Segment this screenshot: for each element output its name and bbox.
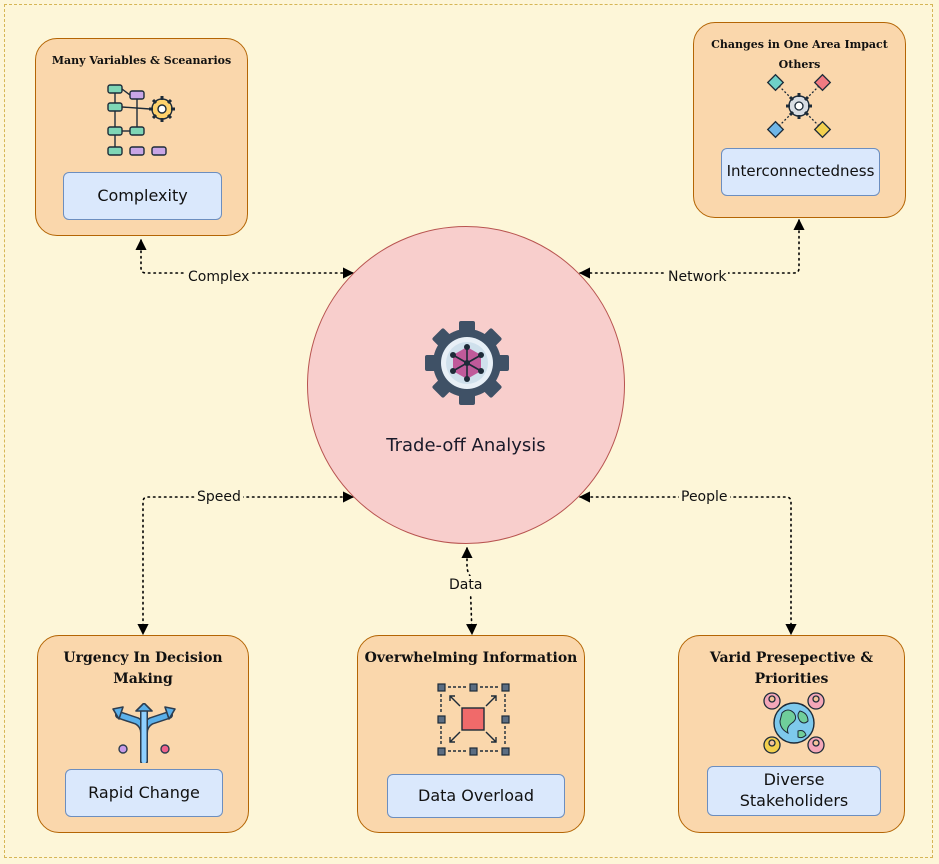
globe-people-icon	[763, 692, 825, 754]
connector-people	[578, 491, 797, 636]
card-title: Urgency In Decision Making	[63, 650, 223, 687]
card-title: Overwhelming Information	[364, 650, 578, 666]
complexity-label: Complexity	[63, 172, 222, 220]
diverse-stakeholders-label: Diverse Stakeholiders	[707, 766, 881, 816]
card-title: Varid Presepective & Priorities	[709, 650, 874, 687]
trade-off-analysis-hub: Trade-off Analysis	[307, 226, 625, 544]
edge-label-speed: Speed	[195, 488, 243, 506]
edge-label-complex: Complex	[186, 268, 252, 286]
split-arrows-icon	[112, 703, 176, 763]
card-data-overload: Overwhelming Information Data Overload	[357, 635, 585, 833]
rapid-change-label: Rapid Change	[65, 769, 223, 817]
card-diverse-stakeholders: Varid Presepective & Priorities Diverse …	[678, 635, 905, 833]
card-rapid-change: Urgency In Decision Making Rapid Change	[37, 635, 249, 833]
edge-label-data: Data	[447, 576, 485, 594]
connector-speed	[137, 491, 355, 636]
connector-network	[578, 218, 805, 279]
gear-network-icon	[425, 321, 509, 405]
card-interconnectedness: Changes in One Area Impact Others Interc…	[693, 22, 906, 218]
card-title: Many Variables & Sceanarios	[51, 54, 232, 67]
data-nodes-icon	[437, 683, 510, 756]
flowchart-gear-icon	[107, 84, 175, 156]
diagram-frame	[4, 4, 933, 858]
edge-label-network: Network	[666, 268, 729, 286]
data-overload-label: Data Overload	[387, 774, 565, 818]
interconnectedness-label: Interconnectedness	[721, 148, 880, 196]
card-title: Changes in One Area Impact Others	[711, 38, 888, 71]
connector-data	[461, 546, 478, 636]
gear-network-icon	[766, 73, 832, 139]
edge-label-people: People	[679, 488, 730, 506]
connector-complex	[135, 238, 355, 279]
hub-title: Trade-off Analysis	[386, 435, 546, 456]
card-complexity: Many Variables & Sceanarios	[35, 38, 248, 236]
